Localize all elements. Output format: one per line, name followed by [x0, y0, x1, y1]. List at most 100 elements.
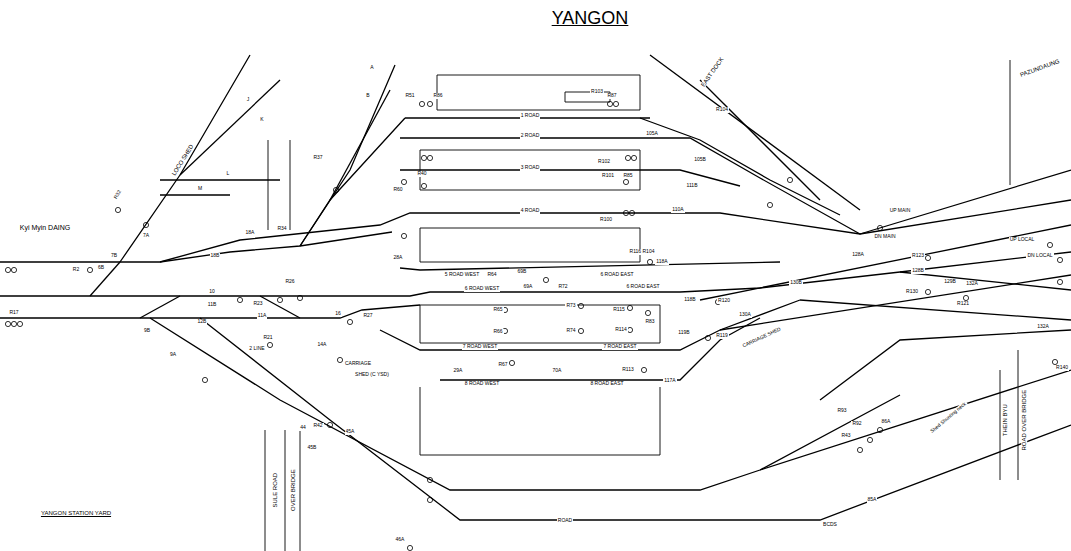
signal-symbol [5, 267, 10, 272]
platform-outline [420, 150, 640, 190]
signal-symbol [1057, 279, 1062, 284]
signal-symbol [5, 321, 10, 326]
signal-symbol [767, 202, 772, 207]
callout-number: R66 [492, 329, 503, 334]
signal-symbol [421, 155, 426, 160]
callout-number: L [226, 171, 231, 176]
callout-number: R67 [497, 362, 508, 367]
diagram-title: YANGON [550, 8, 631, 29]
callout-number: R120 [717, 298, 731, 303]
signal-symbol [627, 327, 632, 332]
signal-symbol [578, 328, 583, 333]
signal-symbol [645, 310, 650, 315]
callout-number: R42 [312, 423, 323, 428]
callout-number: 105A [645, 131, 659, 136]
callout-number: 130B [789, 280, 803, 285]
callout-number: R114 [614, 327, 628, 332]
callout-number: R140 [1055, 365, 1069, 370]
callout-number: 9B [143, 328, 151, 333]
callout-number: R116 R104 [629, 249, 656, 254]
signal-symbol [607, 101, 612, 106]
signal-symbol [1052, 359, 1057, 364]
signal-symbol [297, 295, 302, 300]
platform-outline [268, 140, 269, 230]
callout-number: 18A [245, 230, 256, 235]
callout-number: R103 [590, 89, 604, 94]
signal-symbol [787, 177, 792, 182]
signal-symbol [427, 101, 432, 106]
track-line [150, 318, 900, 490]
signal-symbol [623, 210, 628, 215]
signal-symbol [509, 360, 514, 365]
platform-outline [290, 140, 291, 230]
track-line [640, 118, 840, 215]
place-name: YANGON STATION YARD [40, 510, 112, 516]
signal-symbol [877, 225, 882, 230]
signal-symbol [627, 305, 632, 310]
callout-number: R130 [905, 289, 919, 294]
callout-number: 2 ROAD [520, 133, 541, 138]
signal-symbol [543, 277, 548, 282]
signal-symbol [623, 179, 628, 184]
callout-number: 9A [169, 352, 177, 357]
callout-number: 2 LINE [248, 346, 265, 351]
callout-number: 130A [738, 312, 752, 317]
callout-number: 44 [299, 425, 307, 430]
place-name: SULE ROAD [272, 472, 278, 509]
track-line [330, 90, 390, 200]
callout-number: J [246, 97, 251, 102]
callout-number: 117A [663, 378, 676, 383]
callout-number: R34 [276, 226, 287, 231]
track-line [400, 138, 860, 234]
callout-number: 18B [210, 253, 221, 258]
signal-symbol [925, 255, 930, 260]
track-line [140, 296, 180, 318]
callout-number: 119B [677, 330, 690, 335]
callout-number: R43 [840, 433, 851, 438]
track-line [820, 330, 1071, 400]
signal-symbol [705, 335, 710, 340]
callout-number: 6 ROAD EAST [625, 284, 660, 289]
signal-symbol [629, 210, 634, 215]
signal-symbol [419, 101, 424, 106]
signal-symbol [647, 259, 652, 264]
signal-symbol [202, 377, 207, 382]
track-line [720, 275, 1071, 330]
callout-number: 4 ROAD [520, 208, 541, 213]
callout-number: 28A [393, 255, 404, 260]
platform-outline [265, 430, 266, 551]
track-line [160, 179, 280, 180]
callout-number: 7B [110, 253, 118, 258]
signal-symbol [333, 187, 338, 192]
signal-symbol [857, 447, 862, 452]
signal-symbol [1057, 257, 1062, 262]
callout-number: Shed Shunting neck [928, 401, 967, 435]
callout-number: R102 [597, 159, 611, 164]
place-name: Kyi Myin DAING [19, 224, 72, 231]
callout-number: 45A [345, 429, 356, 434]
callout-number: R101 [601, 173, 615, 178]
callout-number: R26 [284, 279, 295, 284]
callout-number: 6B [97, 265, 105, 270]
callout-number: 16 [334, 311, 342, 316]
callout-number: BCDS [822, 522, 838, 527]
callout-number: 1 ROAD [520, 113, 541, 118]
signal-symbol [17, 321, 22, 326]
callout-number: R123 [911, 253, 925, 258]
signal-symbol [963, 295, 968, 300]
signal-symbol [625, 155, 630, 160]
signal-symbol [427, 155, 432, 160]
track-line [800, 300, 1071, 320]
track-line [180, 80, 280, 175]
callout-number: 8 ROAD WEST [464, 381, 500, 386]
signal-symbol [631, 155, 636, 160]
signal-symbol [925, 289, 930, 294]
signal-symbol [427, 477, 432, 482]
callout-number: R64 [486, 272, 497, 277]
callout-number: 11B [207, 302, 218, 307]
callout-number: 10 [208, 289, 216, 294]
callout-number: CARRIAGE SHED [741, 326, 783, 349]
platform-outline [1000, 370, 1001, 480]
callout-number: R104 [715, 107, 729, 112]
callout-number: 14A [317, 342, 328, 347]
